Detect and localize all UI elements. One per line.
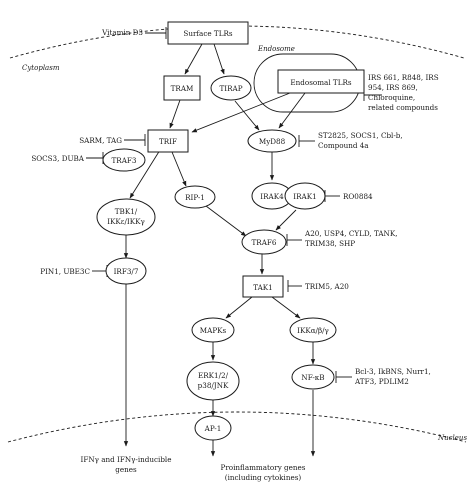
arrow-endo-trif (191, 92, 291, 133)
arrow-rip1-traf6 (205, 205, 247, 237)
node-tbk1-label-1: TBK1/ (115, 207, 138, 216)
node-tirap (210, 75, 252, 101)
node-mapks-label: MAPKs (200, 326, 227, 335)
label-vitamin-d3: Vitamin D3 (101, 28, 143, 37)
label-ro0884: RO0884 (343, 192, 373, 201)
node-irak1 (284, 182, 326, 210)
node-tak1-label: TAK1 (253, 283, 273, 292)
node-irak4-label: IRAK4 (260, 192, 284, 201)
inhibitor-trim5 (287, 280, 302, 292)
nuclear-membrane (7, 411, 467, 443)
arrow-irak-traf6 (275, 209, 297, 231)
arrow-trif-rip1 (171, 151, 187, 187)
inhibitor-vitamin-d3 (145, 27, 167, 39)
label-irs-1: IRS 661, R848, IRS (368, 73, 439, 82)
label-st2825-1: ST2825, SOCS1, Cbl-b, (318, 131, 403, 140)
label-irs-3: Chloroquine, (368, 93, 415, 102)
arrow-tak1-mapks (225, 296, 253, 319)
label-irs-2: 954, IRS 869, (368, 83, 418, 92)
inhibitor-sarm (124, 134, 146, 146)
node-nfkb (291, 364, 335, 390)
arrow-tram-trif (169, 99, 181, 129)
node-irf37-label: IRF3/7 (114, 267, 139, 276)
inhibitor-bcl3 (335, 371, 352, 383)
inhibitor-st2825 (298, 135, 315, 147)
label-irs-4: related compounds (368, 103, 438, 112)
node-erk-label-1: ERK1/2/ (198, 371, 229, 380)
node-surface-tlrs-label: Surface TLRs (183, 29, 232, 38)
node-tbk1 (96, 198, 156, 236)
output-proinflammatory-2: (including cytokines) (225, 473, 302, 482)
label-sarm: SARM, TAG (79, 136, 122, 145)
node-myd88-label: MyD88 (259, 137, 286, 146)
cell-membrane (9, 25, 465, 59)
node-tram (163, 75, 201, 101)
node-tirap-label: TIRAP (219, 84, 242, 93)
node-tak1 (242, 275, 284, 298)
node-endosomal-tlrs-label: Endosomal TLRs (290, 78, 351, 87)
node-ikk (289, 317, 337, 343)
node-ap1 (194, 415, 232, 441)
node-endosomal-tlrs (277, 69, 365, 94)
inhibitor-socs3 (86, 152, 104, 164)
node-rip1 (174, 185, 216, 209)
arrow-tirap-myd88 (234, 100, 260, 131)
inhibitor-ro0884 (324, 190, 340, 202)
node-irf37 (105, 257, 147, 285)
label-st2825-2: Compound 4a (318, 141, 369, 150)
arrow-tak1-ikk (271, 296, 301, 319)
node-mapks (191, 317, 235, 343)
node-traf3-label: TRAF3 (112, 156, 137, 165)
node-surface-tlrs (167, 21, 249, 45)
inhibitor-a20 (286, 234, 302, 246)
node-trif (147, 129, 189, 153)
node-rip1-label: RIP-1 (185, 193, 205, 202)
node-traf6 (241, 229, 287, 255)
output-ifn-2: genes (115, 465, 137, 474)
node-nfkb-label: NF-κB (301, 373, 324, 382)
node-ap1-label: AP-1 (204, 424, 222, 433)
cytoplasm-label: Cytoplasm (22, 64, 60, 72)
label-trim5: TRIM5, A20 (305, 282, 349, 291)
inhibitor-pin1 (92, 265, 108, 277)
label-bcl3-2: ATF3, PDLIM2 (354, 377, 409, 386)
nucleus-label: Nucleus (437, 434, 467, 442)
node-trif-label: TRIF (159, 137, 177, 146)
arrow-surface-tram (184, 43, 203, 75)
label-socs3: SOCS3, DUBA (31, 154, 84, 163)
node-tbk1-label-2: IKKε/IKKγ (107, 217, 145, 226)
label-a20-1: A20, USP4, CYLD, TANK, (304, 229, 398, 238)
node-ikk-label: IKKα/β/γ (297, 326, 329, 335)
node-erk-label-2: p38/JNK (198, 381, 229, 390)
node-tram-label: TRAM (171, 84, 194, 93)
node-traf3 (102, 148, 146, 172)
label-bcl3-1: Bcl-3, IkBNS, Nurr1, (355, 367, 431, 376)
arrow-endo-myd88 (278, 92, 306, 129)
label-a20-2: TRIM38, SHP (305, 239, 355, 248)
node-traf6-label: TRAF6 (252, 238, 277, 247)
node-irak1-label: IRAK1 (293, 192, 316, 201)
label-pin1: PIN1, UBE3C (40, 267, 90, 276)
arrow-surface-tirap (213, 43, 225, 75)
output-proinflammatory-1: Proinflammatory genes (221, 463, 306, 472)
arrow-trif-tbk1 (129, 149, 161, 199)
node-myd88 (247, 129, 297, 153)
output-ifn-1: IFNγ and IFNγ-inducible (81, 455, 172, 464)
node-erk (186, 361, 240, 401)
endosome-label: Endosome (257, 45, 295, 53)
